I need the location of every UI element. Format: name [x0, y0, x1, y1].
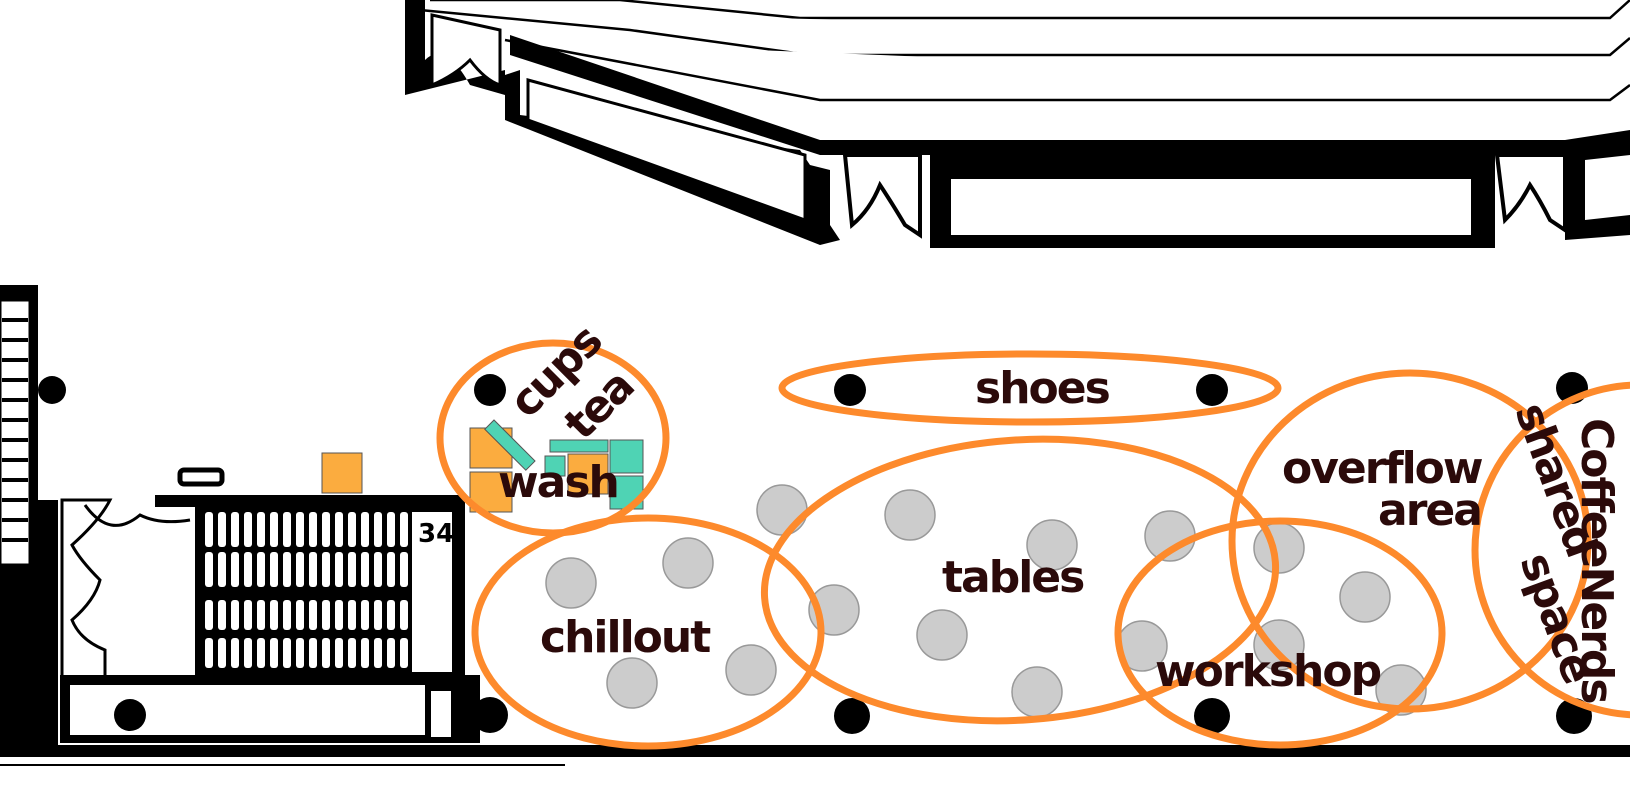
table — [1339, 571, 1391, 623]
label-workshop: workshop — [1155, 646, 1381, 697]
balcony-left-wall — [405, 0, 505, 95]
stair-step-3 — [504, 38, 1630, 102]
label-shoes: shoes — [975, 363, 1110, 414]
bar-slats — [205, 512, 408, 668]
table — [545, 557, 597, 609]
left-radiator-slats — [2, 318, 28, 542]
pillar — [474, 374, 506, 406]
upper-balcony — [405, 0, 1630, 248]
table — [756, 484, 808, 536]
table — [606, 657, 658, 709]
floor-line — [0, 745, 1630, 757]
pillar — [1194, 698, 1230, 734]
counter-teal-slanted — [484, 419, 536, 471]
balcony-front-edge — [510, 35, 1630, 155]
balcony-right-wall-inner — [1585, 155, 1630, 220]
zone-chillout — [471, 514, 825, 750]
left-door-arc — [83, 504, 191, 527]
room-number: 34 — [418, 519, 454, 549]
counter-teal — [544, 455, 566, 477]
table — [1011, 666, 1063, 718]
pillar — [834, 698, 870, 734]
label-overflow: overflow — [1282, 443, 1483, 494]
kitchen-counters — [469, 419, 644, 513]
table — [662, 537, 714, 589]
orange-box-on-bar — [321, 452, 363, 494]
label-wash: wash — [498, 457, 618, 508]
balcony-left-bracket — [430, 13, 502, 88]
left-bar-area: 34 — [0, 285, 508, 745]
pillar — [834, 374, 866, 406]
pillar-bar-right — [472, 697, 508, 733]
bar-handle — [177, 467, 225, 487]
table — [916, 609, 968, 661]
zone-tables — [760, 435, 1280, 725]
balcony-bracket-mid — [842, 153, 922, 239]
balcony-bracket-right — [1494, 153, 1567, 234]
table — [1253, 619, 1305, 671]
zone-shared-space — [1471, 381, 1630, 719]
table — [1375, 664, 1427, 716]
pillar — [1196, 374, 1228, 406]
zone-workshop — [1114, 517, 1446, 749]
counter-orange — [567, 453, 609, 495]
label-area: area — [1378, 485, 1481, 536]
zone-overflow — [1228, 369, 1592, 713]
balcony-front-box-inner — [949, 177, 1473, 237]
bar-right-panel — [412, 512, 452, 672]
label-chillout: chillout — [540, 612, 711, 663]
label-tables: tables — [942, 552, 1084, 603]
zone-labels: shoes tables chillout workshop overflow … — [498, 315, 1622, 703]
counter-teal — [549, 439, 609, 453]
pillar-bar-left — [114, 699, 146, 731]
zones — [436, 339, 1630, 750]
pillars — [474, 372, 1592, 734]
bar-door-right — [429, 689, 453, 739]
counter-teal — [609, 439, 644, 474]
table — [1026, 519, 1078, 571]
stair-step-1 — [430, 0, 1630, 20]
balcony-lower-rail-inner — [526, 78, 807, 223]
table — [884, 489, 936, 541]
zone-shoes — [778, 350, 1282, 426]
label-coffeenerds: CoffeeNerds — [1571, 418, 1622, 703]
pillar-left-wall — [38, 376, 66, 404]
table — [725, 644, 777, 696]
